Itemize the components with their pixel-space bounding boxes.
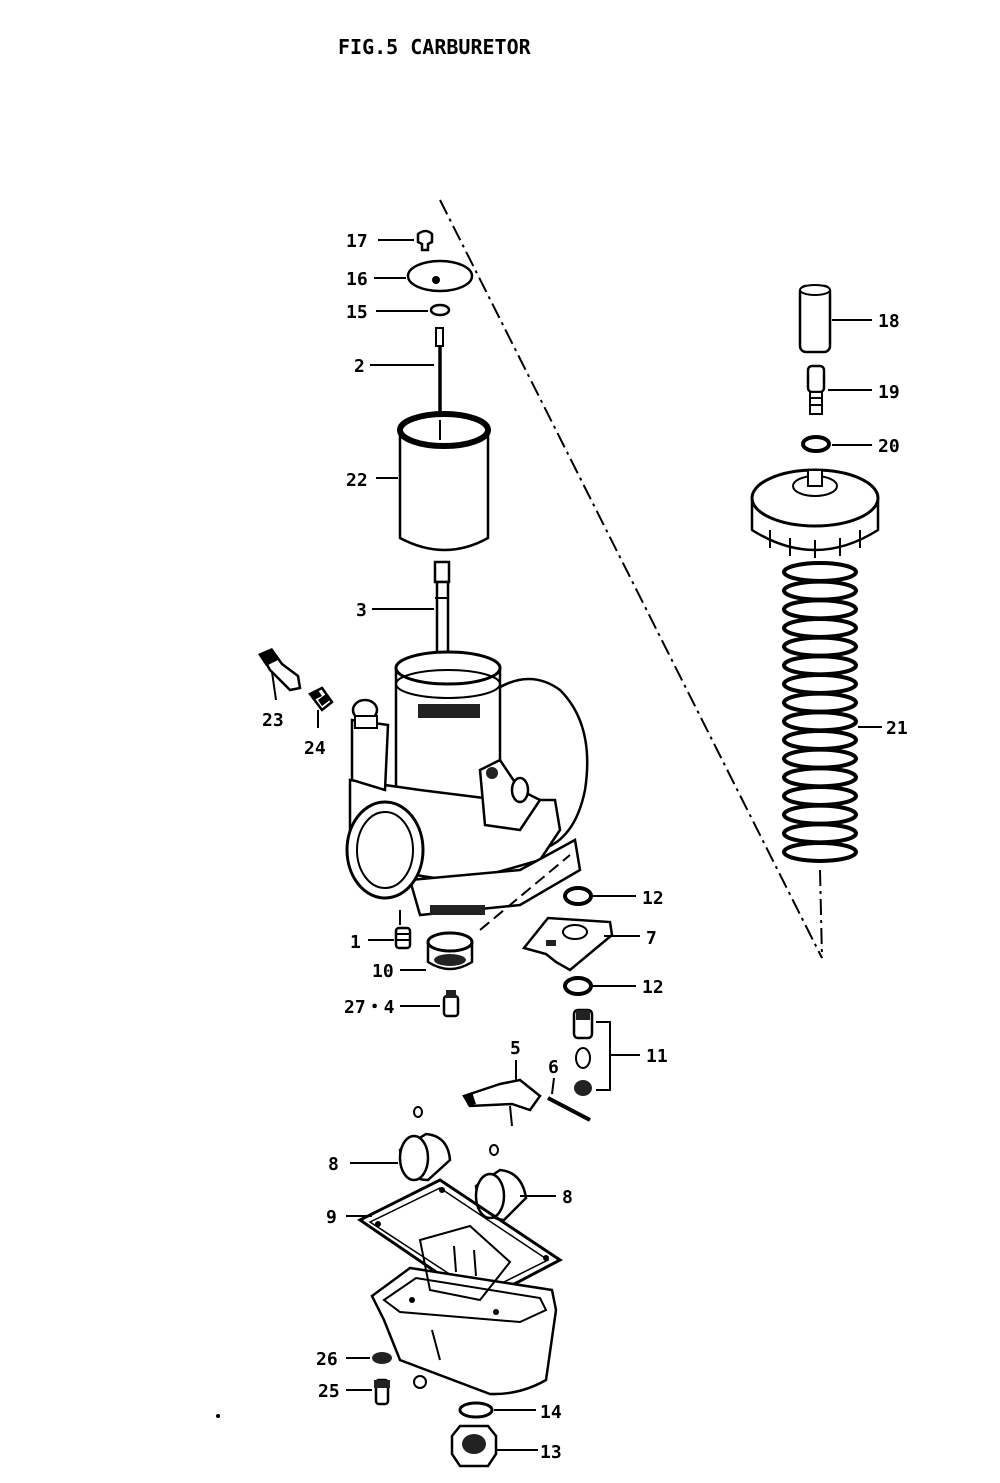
part-12-washer-lower bbox=[563, 976, 593, 996]
spring-coil bbox=[782, 766, 858, 789]
part-mixing-chamber-cap bbox=[750, 468, 880, 558]
callout-23: 23 bbox=[262, 710, 284, 731]
callout-25: 25 bbox=[318, 1381, 340, 1402]
part-8-float-right bbox=[474, 1144, 528, 1222]
callout-19: 19 bbox=[878, 382, 900, 403]
part-14-o-ring bbox=[458, 1401, 494, 1419]
callout-21: 21 bbox=[886, 718, 908, 739]
part-10-baffle bbox=[426, 931, 474, 971]
callout-8-left: 8 bbox=[328, 1154, 339, 1175]
part-12-washer-upper bbox=[563, 886, 593, 906]
callout-22: 22 bbox=[346, 470, 368, 491]
spring-coil bbox=[782, 561, 858, 583]
callout-7: 7 bbox=[646, 928, 657, 949]
spring-coil bbox=[782, 822, 858, 845]
part-11-needle-valve bbox=[572, 1008, 594, 1096]
callout-11: 11 bbox=[646, 1046, 668, 1067]
figure-title: FIG.5 CARBURETOR bbox=[338, 35, 532, 59]
callout-17: 17 bbox=[346, 231, 368, 252]
callout-27-4: 27・4 bbox=[344, 997, 395, 1018]
part-22-throttle-valve bbox=[397, 411, 491, 552]
callout-18: 18 bbox=[878, 311, 900, 332]
part-15-ring bbox=[429, 303, 451, 317]
speck bbox=[216, 1414, 220, 1418]
callout-1: 1 bbox=[350, 932, 361, 953]
spring-coil bbox=[782, 841, 858, 863]
spring-coil bbox=[782, 747, 858, 770]
part-13-drain-plug bbox=[450, 1424, 498, 1468]
callout-9: 9 bbox=[326, 1207, 337, 1228]
part-18-rubber-cap bbox=[798, 284, 832, 354]
callout-12-upper: 12 bbox=[642, 888, 664, 909]
part-carburetor-body bbox=[345, 650, 589, 931]
spring-coil bbox=[782, 579, 858, 602]
part-4-main-jet bbox=[442, 990, 460, 1018]
callout-10: 10 bbox=[372, 961, 394, 982]
spring-guide-line bbox=[819, 869, 823, 959]
part-20-lock-nut bbox=[801, 435, 831, 453]
spring-coil bbox=[782, 729, 858, 751]
part-6-float-pin bbox=[547, 1096, 591, 1122]
spring-coil bbox=[782, 654, 858, 677]
callout-14: 14 bbox=[540, 1402, 562, 1423]
callout-8-right: 8 bbox=[562, 1187, 573, 1208]
callout-20: 20 bbox=[878, 436, 900, 457]
callout-13: 13 bbox=[540, 1442, 562, 1463]
spring-coil bbox=[782, 785, 858, 807]
part-25-screw bbox=[374, 1378, 390, 1406]
part-21-throttle-spring bbox=[782, 561, 858, 863]
assembly-guide-line bbox=[439, 199, 823, 959]
part-5-float-arm bbox=[462, 1078, 542, 1127]
part-1-pilot-jet bbox=[394, 926, 412, 950]
spring-coil bbox=[782, 635, 858, 658]
callout-26: 26 bbox=[316, 1349, 338, 1370]
spring-coil bbox=[782, 598, 858, 621]
callout-2: 2 bbox=[354, 356, 365, 377]
callout-6: 6 bbox=[548, 1057, 559, 1078]
callout-12-lower: 12 bbox=[642, 977, 664, 998]
callout-15: 15 bbox=[346, 302, 368, 323]
part-23-screw bbox=[258, 648, 302, 692]
spring-coil bbox=[782, 710, 858, 733]
part-float-bowl bbox=[370, 1224, 558, 1396]
part-16-plate bbox=[406, 259, 474, 293]
part-7-float-arm-plate bbox=[521, 916, 614, 972]
callout-5: 5 bbox=[510, 1038, 521, 1059]
part-17-screw bbox=[416, 229, 434, 252]
spring-coil bbox=[782, 673, 858, 695]
spring-coil bbox=[782, 691, 858, 714]
part-26-plug bbox=[372, 1352, 392, 1364]
part-8-float-left bbox=[398, 1106, 452, 1182]
spring-coil bbox=[782, 803, 858, 826]
part-24-spring bbox=[308, 686, 334, 712]
part-19-cable-adjuster bbox=[806, 364, 826, 415]
callout-24: 24 bbox=[304, 738, 326, 759]
callout-3: 3 bbox=[356, 600, 367, 621]
spring-coil bbox=[782, 617, 858, 639]
callout-16: 16 bbox=[346, 269, 368, 290]
